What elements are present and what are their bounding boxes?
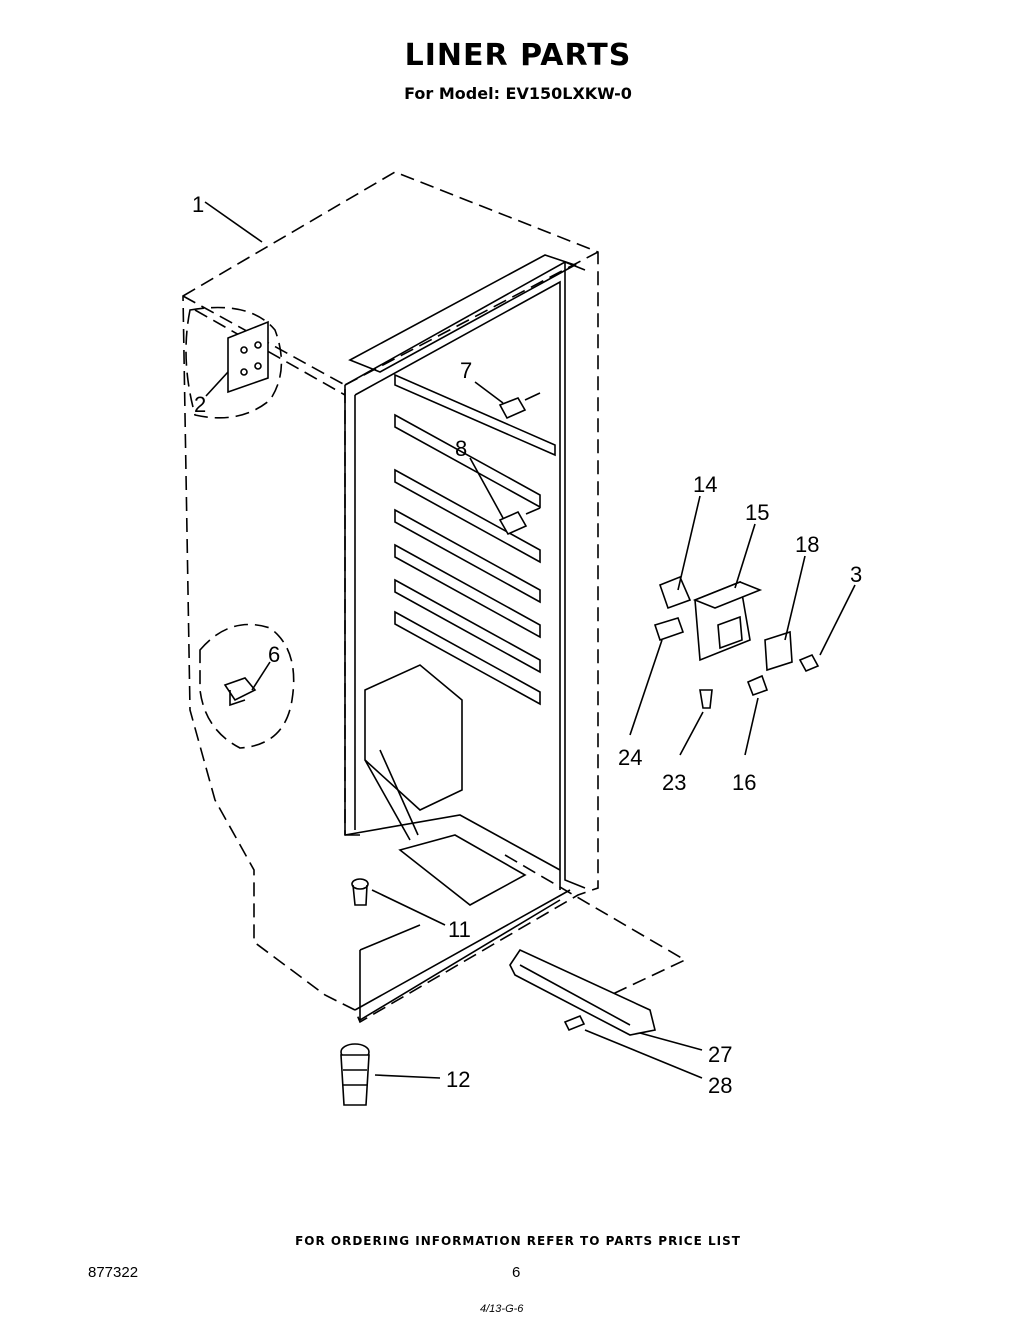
callout-27: 27: [708, 1042, 732, 1067]
callout-12: 12: [446, 1067, 470, 1092]
ordering-note: FOR ORDERING INFORMATION REFER TO PARTS …: [295, 1234, 741, 1248]
relay-14-part: [658, 575, 692, 610]
bracket-8-part: [498, 507, 541, 536]
callout-labels: 1 2 6 7 8 14 15 18 3 24 23 16 11 12 27 2…: [192, 192, 862, 1098]
plate-18-part: [764, 630, 793, 672]
screw-16-part: [746, 674, 769, 697]
callout-28: 28: [708, 1073, 732, 1098]
screw-3-part: [798, 653, 820, 673]
callout-15: 15: [745, 500, 769, 525]
callout-16: 16: [732, 770, 756, 795]
screw-28-part: [563, 1014, 586, 1032]
cabinet-liner: [182, 171, 687, 1024]
screw-23-part: [699, 689, 713, 709]
page-number: 6: [512, 1264, 521, 1281]
callout-11: 11: [448, 917, 471, 942]
callout-2: 2: [194, 392, 206, 417]
leveling-leg-12-part: [340, 1043, 370, 1106]
callout-1: 1: [192, 192, 204, 217]
page-title: LINER PARTS: [404, 38, 632, 73]
document-number: 877322: [88, 1264, 139, 1281]
callout-23: 23: [662, 770, 686, 795]
hinge-plate-part: [227, 320, 269, 394]
plug-11-part: [351, 878, 369, 906]
callout-8: 8: [455, 436, 467, 461]
callout-6: 6: [268, 642, 280, 667]
callout-18: 18: [795, 532, 819, 557]
model-subtitle: For Model: EV150LXKW-0: [404, 84, 632, 103]
bracket-6-part: [223, 677, 257, 707]
bracket-7-part: [498, 392, 541, 420]
bracket-detail-inset: [199, 623, 295, 749]
callout-3: 3: [850, 562, 862, 587]
leader-lines: [204, 201, 856, 1079]
callout-24: 24: [618, 745, 642, 770]
callout-14: 14: [693, 472, 717, 497]
hinge-detail-inset: [185, 306, 283, 419]
handwritten-note: 4/13-G-6: [480, 1303, 524, 1315]
callout-7: 7: [460, 358, 472, 383]
bracket-27-part: [509, 948, 656, 1036]
thermostat-housing-15-part: [692, 580, 763, 662]
switch-24-part: [653, 617, 685, 642]
